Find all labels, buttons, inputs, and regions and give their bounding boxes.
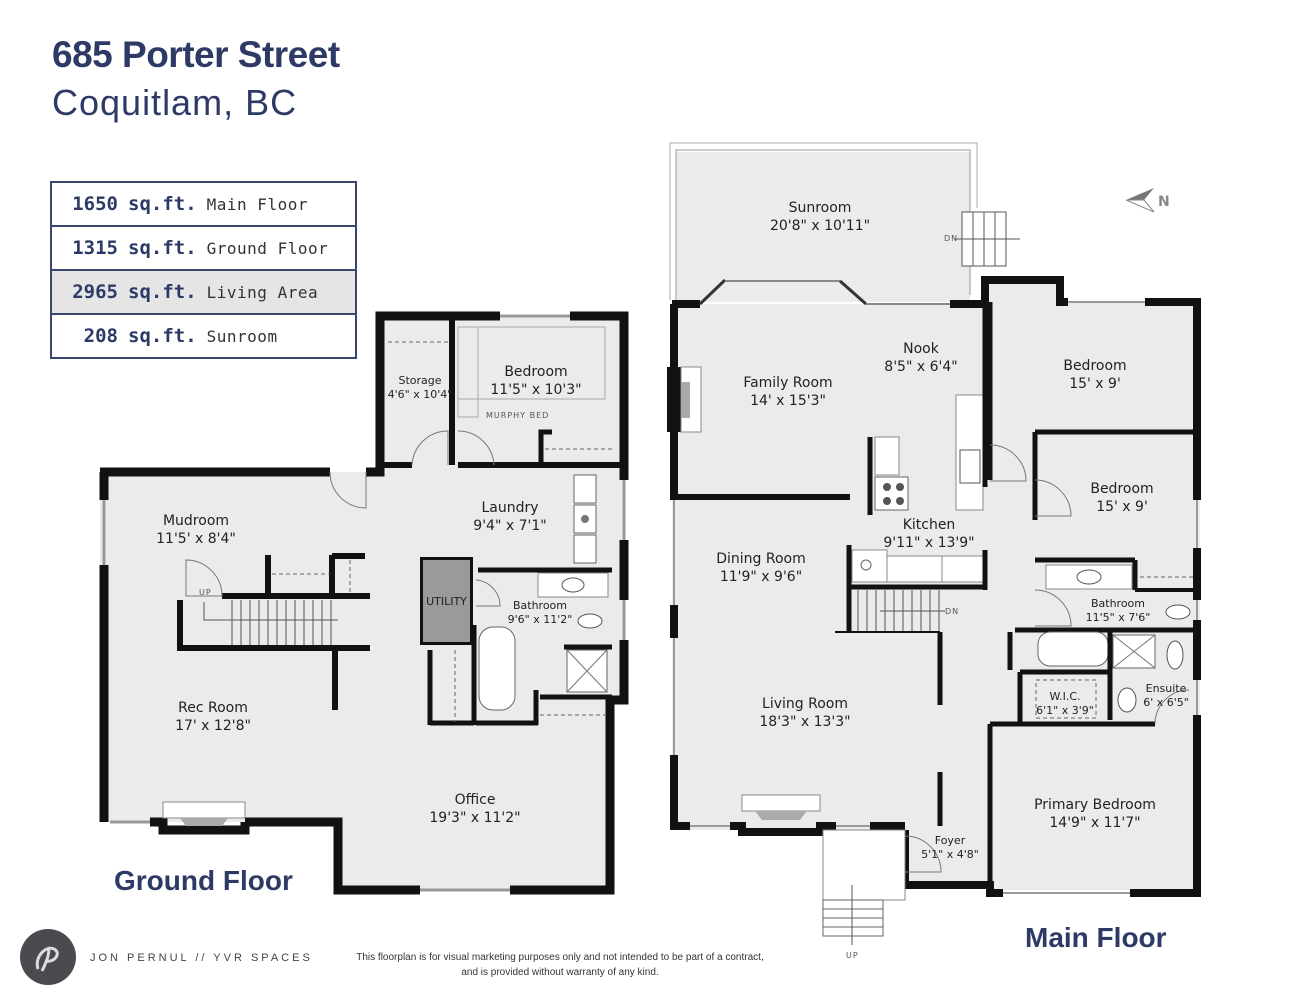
north-arrow-icon: N <box>1125 188 1170 213</box>
area-value: 208 <box>83 325 118 347</box>
property-address: 685 Porter Street <box>52 34 340 75</box>
area-value: 1650 <box>72 193 118 215</box>
area-label: Sunroom <box>206 326 278 346</box>
interior-stair-dn-label: DN <box>945 607 960 616</box>
area-unit: sq.ft. <box>128 193 197 215</box>
area-unit: sq.ft. <box>128 281 197 303</box>
ground-floor-title: Ground Floor <box>114 865 293 896</box>
area-label: Ground Floor <box>206 238 329 258</box>
area-value: 1315 <box>72 237 118 259</box>
area-summary-table: 1650 sq.ft. Main Floor 1315 sq.ft. Groun… <box>50 181 357 359</box>
disclaimer: This floorplan is for visual marketing p… <box>356 952 764 978</box>
utility-room: UTILITY <box>420 557 473 645</box>
area-unit: sq.ft. <box>128 237 197 259</box>
area-row-sunroom: 208 sq.ft. Sunroom <box>52 315 355 357</box>
area-label: Main Floor <box>206 194 308 214</box>
area-value: 2965 <box>72 281 118 303</box>
brand-name: JON PERNUL // YVR SPACES <box>90 952 313 964</box>
sunroom-stair-dn-label: DN <box>944 234 959 243</box>
area-row-main-floor: 1650 sq.ft. Main Floor <box>52 183 355 227</box>
room-wic: W.I.C.6'1" x 3'9" <box>1036 690 1094 717</box>
entry-stair-up-label: UP <box>846 951 859 960</box>
stair-up-label: UP <box>199 588 212 597</box>
main-floor-plan <box>667 142 1201 945</box>
murphy-bed-label: MURPHY BED <box>486 411 550 420</box>
ground-floor-plan <box>99 311 629 895</box>
area-unit: sq.ft. <box>128 325 197 347</box>
main-floor-title: Main Floor <box>1025 922 1167 953</box>
area-label: Living Area <box>206 282 319 302</box>
property-city: Coquitlam, BC <box>52 82 298 123</box>
area-row-living-area: 2965 sq.ft. Living Area <box>52 271 355 315</box>
brand-logo-icon <box>20 929 76 985</box>
area-row-ground-floor: 1315 sq.ft. Ground Floor <box>52 227 355 271</box>
compass-label: N <box>1158 194 1170 210</box>
